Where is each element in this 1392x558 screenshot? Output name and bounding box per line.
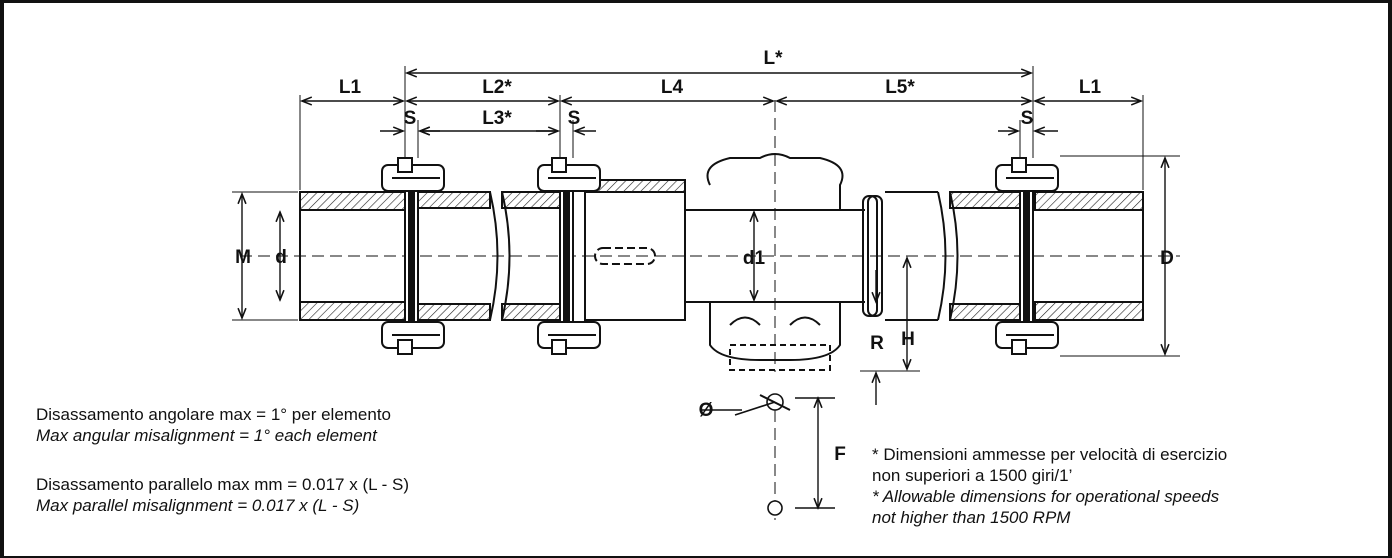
dim-label-R: R [870, 333, 884, 354]
dim-label-H: H [901, 329, 915, 350]
central-hub [584, 153, 865, 371]
dim-label-L1-right: L1 [1079, 77, 1102, 98]
speed-note-italian-2: non superiori a 1500 giri/1’ [872, 466, 1073, 485]
dim-label-S-right: S [1021, 108, 1034, 129]
dim-label-L4: L4 [661, 77, 684, 98]
speed-note-italian-1: * Dimensioni ammesse per velocità di ese… [872, 445, 1228, 464]
speed-note-english-1: * Allowable dimensions for operational s… [872, 487, 1220, 506]
dim-label-S-left: S [404, 108, 417, 129]
speed-limit-note: * Dimensioni ammesse per velocità di ese… [872, 444, 1227, 528]
dim-label-d1: d1 [743, 248, 766, 269]
dim-label-F: F [834, 444, 846, 465]
dim-label-phi: Ø [699, 400, 714, 421]
dim-label-L3: L3* [482, 108, 512, 129]
angular-misalignment-note: Disassamento angolare max = 1° per eleme… [36, 404, 391, 446]
dim-label-S-mid: S [568, 108, 581, 129]
angular-note-english: Max angular misalignment = 1° each eleme… [36, 426, 377, 445]
dim-label-L1-left: L1 [339, 77, 362, 98]
parallel-note-italian: Disassamento parallelo max mm = 0.017 x … [36, 475, 410, 494]
extension-lines [232, 66, 1180, 372]
ring-groove [862, 195, 883, 317]
dimension-lines [242, 73, 1165, 508]
left-hub [299, 191, 406, 321]
right-hub [1034, 191, 1144, 321]
dim-label-L5: L5* [885, 77, 915, 98]
angular-note-italian: Disassamento angolare max = 1° per eleme… [36, 405, 392, 424]
dim-label-D: D [1160, 248, 1174, 269]
dim-label-M: M [235, 247, 251, 268]
parallel-note-english: Max parallel misalignment = 0.017 x (L -… [36, 496, 360, 515]
dim-label-L: L* [764, 48, 784, 69]
speed-note-english-2: not higher than 1500 RPM [872, 508, 1071, 527]
parallel-misalignment-note: Disassamento parallelo max mm = 0.017 x … [36, 474, 409, 516]
flange-bolts [381, 157, 1059, 355]
dim-label-d: d [275, 247, 287, 268]
misalignment-symbol [700, 393, 791, 516]
dim-label-L2: L2* [482, 77, 512, 98]
